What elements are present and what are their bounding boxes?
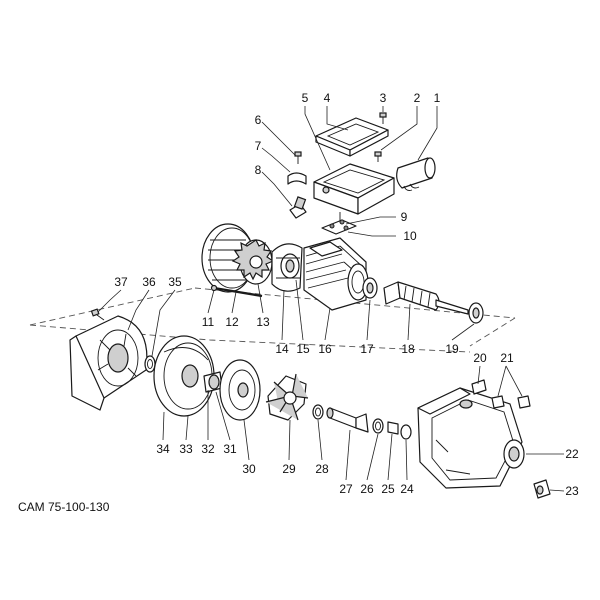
callout-4: 4 bbox=[324, 91, 331, 105]
callout-10: 10 bbox=[403, 229, 417, 243]
callout-28: 28 bbox=[315, 462, 329, 476]
part-drain-plug bbox=[533, 479, 551, 499]
callout-37: 37 bbox=[114, 275, 128, 289]
callout-36: 36 bbox=[142, 275, 156, 289]
callout-25: 25 bbox=[381, 482, 395, 496]
part-diffuser bbox=[219, 359, 261, 421]
callout-15: 15 bbox=[296, 342, 310, 356]
callout-35: 35 bbox=[168, 275, 182, 289]
callout-12: 12 bbox=[225, 315, 239, 329]
callout-9: 9 bbox=[401, 210, 408, 224]
part-plug-20 bbox=[471, 379, 487, 395]
callout-26: 26 bbox=[360, 482, 374, 496]
part-nozzle bbox=[372, 418, 412, 440]
callout-33: 33 bbox=[179, 442, 193, 456]
callout-8: 8 bbox=[255, 163, 262, 177]
callout-24: 24 bbox=[400, 482, 414, 496]
part-screw-2 bbox=[374, 151, 382, 162]
callout-6: 6 bbox=[255, 113, 262, 127]
part-fan bbox=[231, 239, 275, 285]
callout-29: 29 bbox=[282, 462, 296, 476]
callout-16: 16 bbox=[318, 342, 332, 356]
callout-21: 21 bbox=[500, 351, 514, 365]
callout-27: 27 bbox=[339, 482, 353, 496]
callout-1: 1 bbox=[434, 91, 441, 105]
callout-2: 2 bbox=[414, 91, 421, 105]
part-cable-gland bbox=[289, 196, 307, 219]
part-screw-3 bbox=[379, 112, 387, 124]
callout-19: 19 bbox=[445, 342, 459, 356]
callout-numbers: 1 2 3 4 5 6 7 8 9 10 11 12 13 14 15 16 1… bbox=[114, 91, 579, 498]
callout-23: 23 bbox=[565, 484, 579, 498]
leader-lines bbox=[97, 106, 565, 492]
part-mechanical-seal bbox=[203, 371, 223, 393]
part-plug-21 bbox=[491, 395, 531, 409]
part-impeller bbox=[265, 373, 309, 421]
callout-18: 18 bbox=[401, 342, 415, 356]
part-fan-cover bbox=[201, 223, 255, 293]
part-oring-35 bbox=[144, 355, 156, 373]
part-venturi-tube bbox=[326, 407, 369, 433]
part-pump-body bbox=[417, 387, 525, 489]
callout-5: 5 bbox=[302, 91, 309, 105]
part-bearing-shield bbox=[271, 243, 303, 292]
callout-34: 34 bbox=[156, 442, 170, 456]
callout-13: 13 bbox=[256, 315, 270, 329]
part-motor-bracket bbox=[69, 315, 148, 411]
callout-7: 7 bbox=[255, 139, 262, 153]
callout-20: 20 bbox=[473, 351, 487, 365]
callout-22: 22 bbox=[565, 447, 579, 461]
part-bearing-front bbox=[362, 277, 378, 299]
model-caption: CAM 75-100-130 bbox=[18, 500, 110, 514]
callout-3: 3 bbox=[380, 91, 387, 105]
callout-31: 31 bbox=[223, 442, 237, 456]
callout-14: 14 bbox=[275, 342, 289, 356]
part-terminal-box bbox=[313, 163, 395, 215]
callout-11: 11 bbox=[202, 315, 215, 329]
part-rotor-shaft bbox=[383, 281, 469, 315]
part-terminal-cover bbox=[315, 117, 389, 157]
part-capacitor bbox=[396, 157, 436, 191]
part-oring-28 bbox=[312, 404, 324, 420]
part-screw-37 bbox=[90, 308, 105, 321]
callout-30: 30 bbox=[242, 462, 256, 476]
part-bearing-rear bbox=[468, 302, 484, 324]
part-motor-housing bbox=[303, 237, 369, 311]
part-cable-clamp bbox=[287, 151, 307, 185]
callout-32: 32 bbox=[201, 442, 215, 456]
callout-17: 17 bbox=[360, 342, 374, 356]
